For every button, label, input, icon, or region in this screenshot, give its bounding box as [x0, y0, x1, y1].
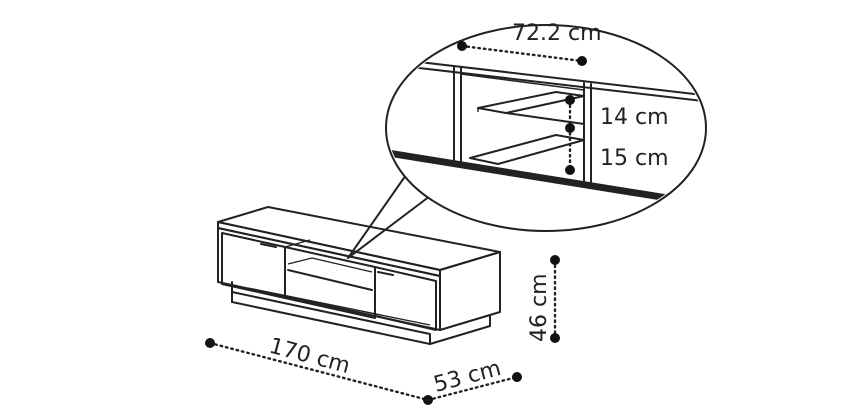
dim-72-dot-left	[457, 41, 467, 51]
dim-shelf-dot-mid	[565, 123, 575, 133]
open-shelf-opening	[284, 246, 376, 319]
width-dot-left	[205, 338, 215, 348]
dim-72-line	[460, 44, 584, 63]
height-dot-top	[550, 255, 560, 265]
depth-line	[426, 375, 519, 402]
dim-shelf-dot-top	[565, 95, 575, 105]
height-dot-bottom	[550, 333, 560, 343]
right-door	[374, 266, 437, 331]
tv-stand	[217, 206, 501, 345]
depth-dimension: 53 cm	[426, 356, 522, 402]
stand-front	[217, 227, 441, 331]
callout-pointer-right	[347, 195, 431, 259]
width-dimension: 170 cm	[205, 334, 433, 405]
depth-label: 53 cm	[431, 356, 504, 398]
zoom-top-edge-2	[388, 63, 704, 104]
width-line	[208, 341, 430, 402]
zoom-bottom-thick	[388, 150, 704, 210]
middle-shelf-back	[287, 257, 313, 265]
dim-14-label: 14 cm	[600, 105, 669, 130]
depth-dot-right	[512, 372, 522, 382]
right-door-handle	[377, 271, 394, 276]
dim-shelf-dot-bottom	[565, 165, 575, 175]
middle-shelf-back-2	[311, 257, 373, 273]
dim-15-label: 15 cm	[600, 146, 669, 171]
zoom-shelf	[477, 91, 585, 114]
zoom-circle	[385, 24, 707, 232]
dim-72-dot-right	[577, 56, 587, 66]
height-dimension: 46 cm	[527, 255, 560, 343]
middle-shelf-front	[287, 269, 373, 291]
zoom-detail	[388, 57, 704, 210]
base-back-line	[247, 287, 431, 326]
zoom-back-top	[460, 73, 585, 91]
stand-base	[231, 291, 431, 345]
zoom-callout: 72.2 cm 14 cm 15 cm	[347, 21, 707, 259]
compartment-back-top	[284, 239, 311, 248]
zoom-lower-shelf	[469, 134, 585, 165]
dim-72-label: 72.2 cm	[512, 21, 602, 46]
height-label: 46 cm	[527, 273, 552, 342]
callout-pointer-left	[347, 174, 407, 259]
base-right	[429, 325, 491, 345]
left-door-handle	[260, 243, 277, 248]
width-label: 170 cm	[266, 334, 352, 380]
stand-top	[217, 206, 501, 271]
zoom-top-edge	[388, 57, 704, 98]
